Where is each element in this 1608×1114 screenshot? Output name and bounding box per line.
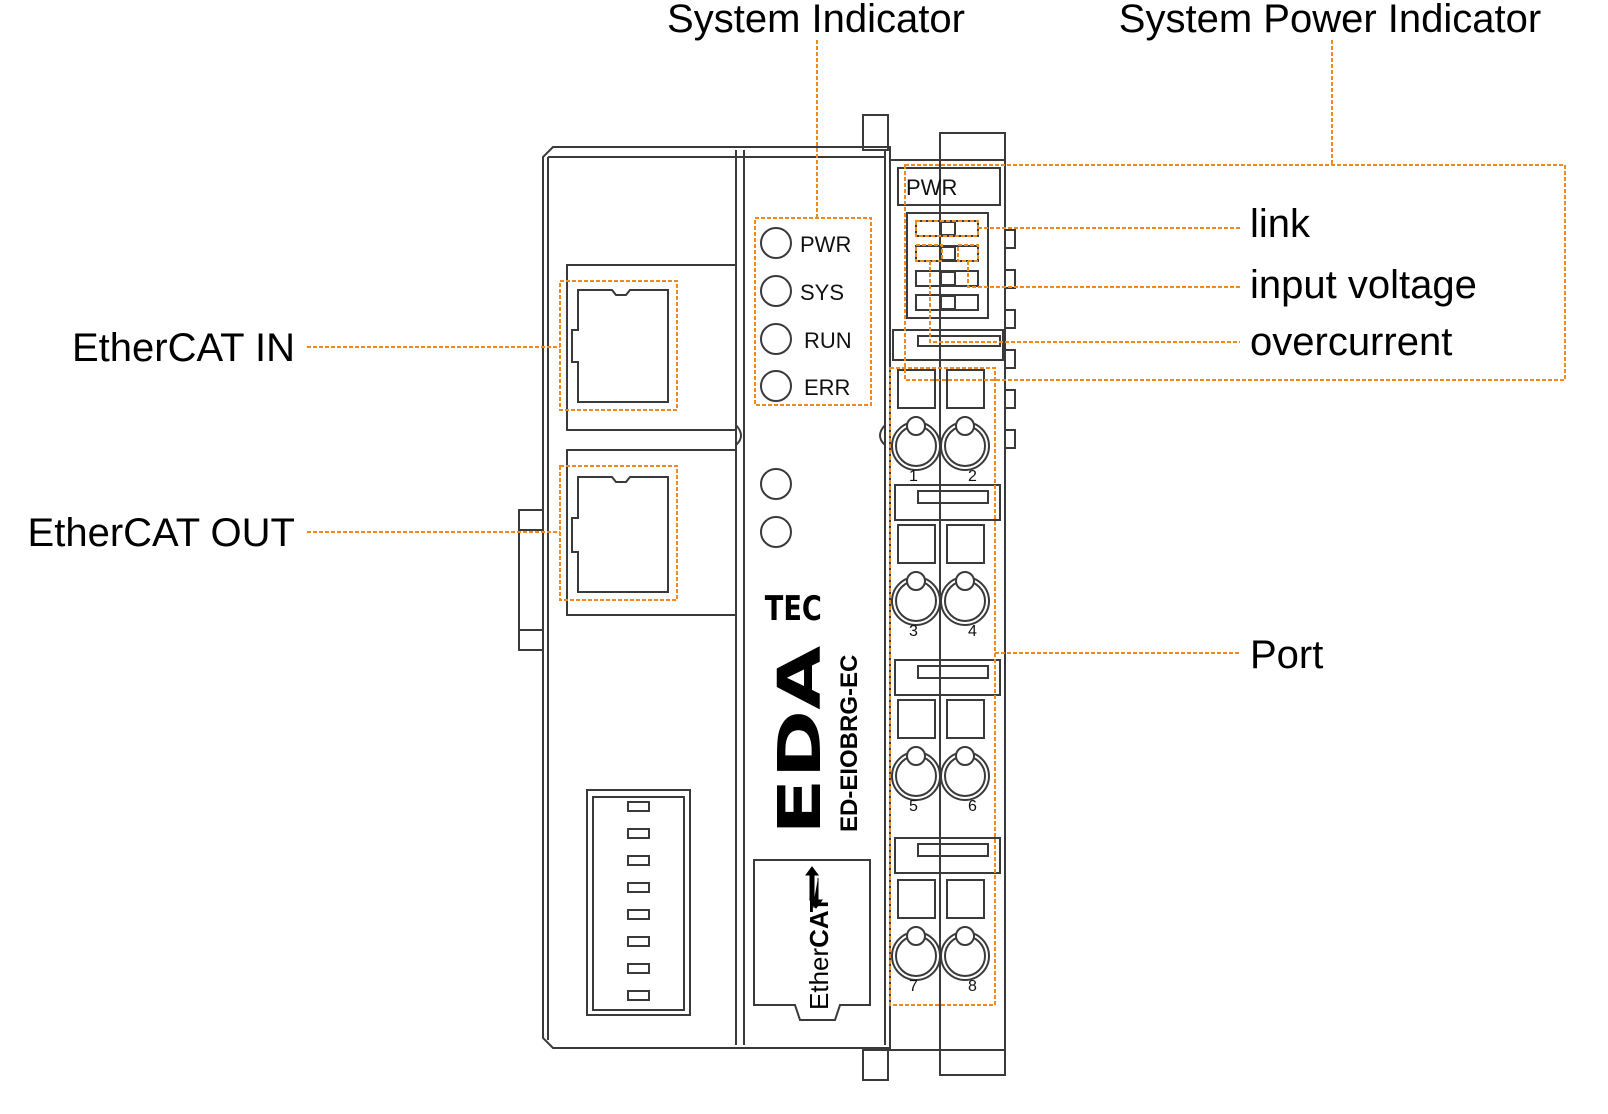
pwr-label: PWR [906, 175, 957, 200]
dip-switch-slot [627, 990, 650, 1001]
port-number: 5 [909, 798, 918, 815]
led-sys [760, 275, 792, 307]
led-run [760, 323, 792, 355]
port-number: 2 [968, 468, 977, 485]
unused-led [760, 468, 792, 500]
svg-text:EtherCAT: EtherCAT [804, 896, 834, 1010]
port-7: 7 [891, 879, 941, 995]
dip-switch-slot [627, 909, 650, 920]
power-terminal: PWR 1 2 3 4 5 6 7 8 [862, 114, 1016, 1081]
port-4: 4 [940, 524, 990, 640]
din-rail-clip [518, 509, 544, 651]
port-number: 8 [968, 978, 977, 995]
port-6: 6 [940, 699, 990, 815]
led-label: PWR [800, 232, 851, 257]
port-3: 3 [891, 524, 941, 640]
dip-switch-slot [627, 963, 650, 974]
label-link: link [1250, 202, 1311, 246]
eda-tec-logo: TEC EDA [765, 589, 834, 835]
system-indicator-box [754, 217, 872, 406]
port-5: 5 [891, 699, 941, 815]
ethercat-in-port [559, 264, 737, 431]
port-box [889, 367, 996, 1006]
dip-switch-slot [627, 882, 650, 893]
led-err [760, 370, 792, 402]
system-power-indicator-box [904, 164, 1566, 381]
port-number: 6 [968, 798, 977, 815]
dip-switch-slot [627, 828, 650, 839]
system-indicator-leds: PWR SYS RUN ERR [760, 227, 852, 402]
dip-switch-slot [627, 936, 650, 947]
port-2: 2 [940, 369, 990, 485]
dip-switch [586, 789, 691, 1016]
svg-text:TEC: TEC [765, 589, 822, 629]
label-overcurrent: overcurrent [1250, 320, 1452, 364]
label-port: Port [1250, 633, 1323, 677]
label-system-indicator: System Indicator [667, 0, 965, 41]
dip-switch-slot [627, 855, 650, 866]
label-ethercat-in: EtherCAT IN [72, 326, 295, 370]
model-number: ED-EIOBRG-EC [836, 655, 863, 832]
port-number: 7 [909, 978, 918, 995]
unused-led [760, 516, 792, 548]
svg-text:EDA: EDA [765, 645, 834, 835]
label-input-voltage: input voltage [1250, 263, 1477, 307]
led-label: ERR [804, 375, 850, 400]
port-number: 1 [909, 468, 918, 485]
module-body [542, 146, 891, 1049]
port-8: 8 [940, 879, 990, 995]
ethercat-logo: EtherCAT [753, 859, 871, 1021]
port-number: 3 [909, 623, 918, 640]
label-ethercat-out: EtherCAT OUT [28, 511, 295, 555]
led-label: SYS [800, 280, 844, 305]
label-system-power-indicator: System Power Indicator [1119, 0, 1541, 41]
led-label: RUN [804, 328, 852, 353]
led-pwr [760, 227, 792, 259]
port-number: 4 [968, 623, 977, 640]
dip-switch-slot [627, 801, 650, 812]
